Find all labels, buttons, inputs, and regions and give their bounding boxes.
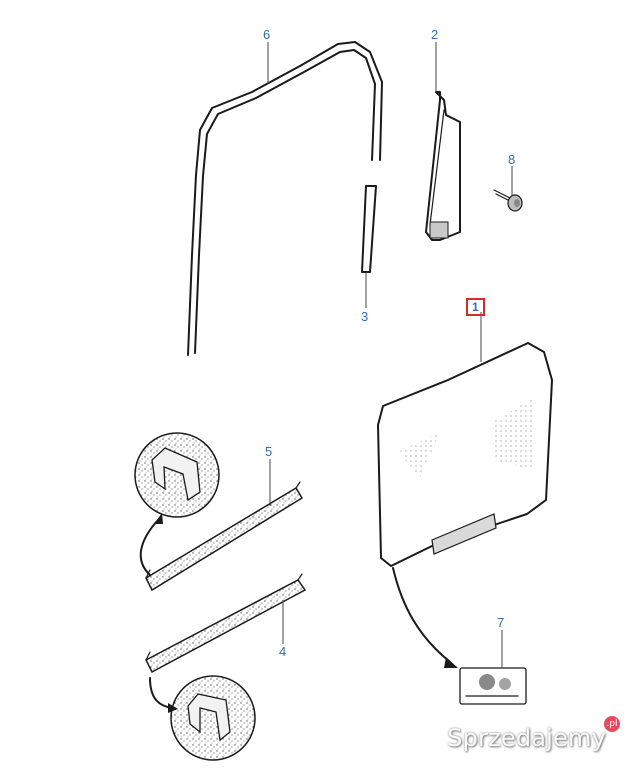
part-6-frame-weatherstrip (187, 41, 383, 356)
part-2-pillar-channel (425, 91, 461, 241)
detail-circle-lower (170, 675, 256, 761)
watermark-text: Sprzedajemy (447, 724, 606, 752)
detail-circle-upper (134, 432, 220, 518)
part-8-screw (493, 189, 523, 212)
part-4-belt-strip-lower (145, 573, 307, 674)
watermark-badge: .pl (604, 716, 620, 732)
callout-part-5: 5 (265, 444, 273, 459)
arrows (139, 513, 458, 713)
part-7-sticker (459, 667, 527, 705)
callout-part-4: 4 (279, 644, 287, 659)
leader-lines (267, 42, 513, 668)
part-1-door-glass (377, 342, 553, 567)
callout-part-7: 7 (497, 615, 505, 630)
callout-part-3: 3 (361, 309, 369, 324)
callout-part-1: 1 (466, 298, 485, 316)
callout-part-8: 8 (508, 152, 516, 167)
part-3-vertical-strip (361, 185, 377, 273)
callout-part-2: 2 (431, 27, 439, 42)
callout-part-6: 6 (263, 27, 271, 42)
